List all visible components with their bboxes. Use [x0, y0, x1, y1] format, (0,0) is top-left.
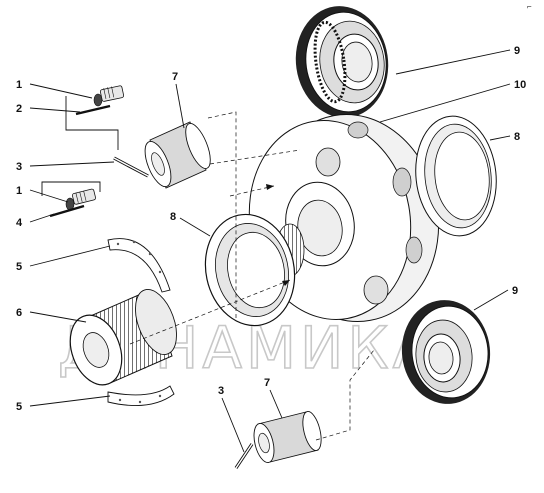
bolt-top — [93, 85, 125, 107]
callout-3: 3 — [16, 161, 22, 173]
callout-5: 5 — [16, 401, 22, 413]
callout-7: 7 — [172, 71, 178, 83]
callout-9: 9 — [512, 285, 518, 297]
planet-gear-bottom — [401, 300, 491, 404]
pin-top — [113, 156, 149, 178]
lock-plate-lower — [107, 385, 175, 407]
callout-4: 4 — [16, 217, 23, 229]
sun-gear — [69, 289, 177, 386]
callout-3: 3 — [218, 385, 224, 397]
lock-washer-middle — [49, 204, 85, 218]
sleeve-top — [144, 121, 211, 189]
bearing-left — [204, 213, 296, 327]
leader-lines — [29, 49, 511, 453]
callout-8: 8 — [170, 211, 176, 223]
pin-bottom — [234, 443, 254, 469]
callout-labels: 1 2 3 1 4 5 6 5 7 8 9 10 8 9 3 7 — [16, 45, 526, 413]
callout-1: 1 — [16, 79, 22, 91]
callout-5: 5 — [16, 261, 22, 273]
assembly-lines — [129, 111, 375, 441]
callout-2: 2 — [16, 103, 22, 115]
lock-plate-upper — [107, 238, 171, 293]
callout-10: 10 — [514, 79, 526, 91]
callout-6: 6 — [16, 307, 22, 319]
callout-1: 1 — [16, 185, 22, 197]
planet-gear-top — [295, 6, 389, 118]
bearing-right — [415, 115, 497, 237]
callout-8: 8 — [514, 131, 520, 143]
callout-7: 7 — [264, 377, 270, 389]
bolt-middle — [65, 188, 96, 211]
lock-washer-top — [75, 104, 111, 116]
callout-9: 9 — [514, 45, 520, 57]
sleeve-bottom — [253, 411, 322, 463]
corner-mark: ⌐ — [527, 2, 532, 11]
